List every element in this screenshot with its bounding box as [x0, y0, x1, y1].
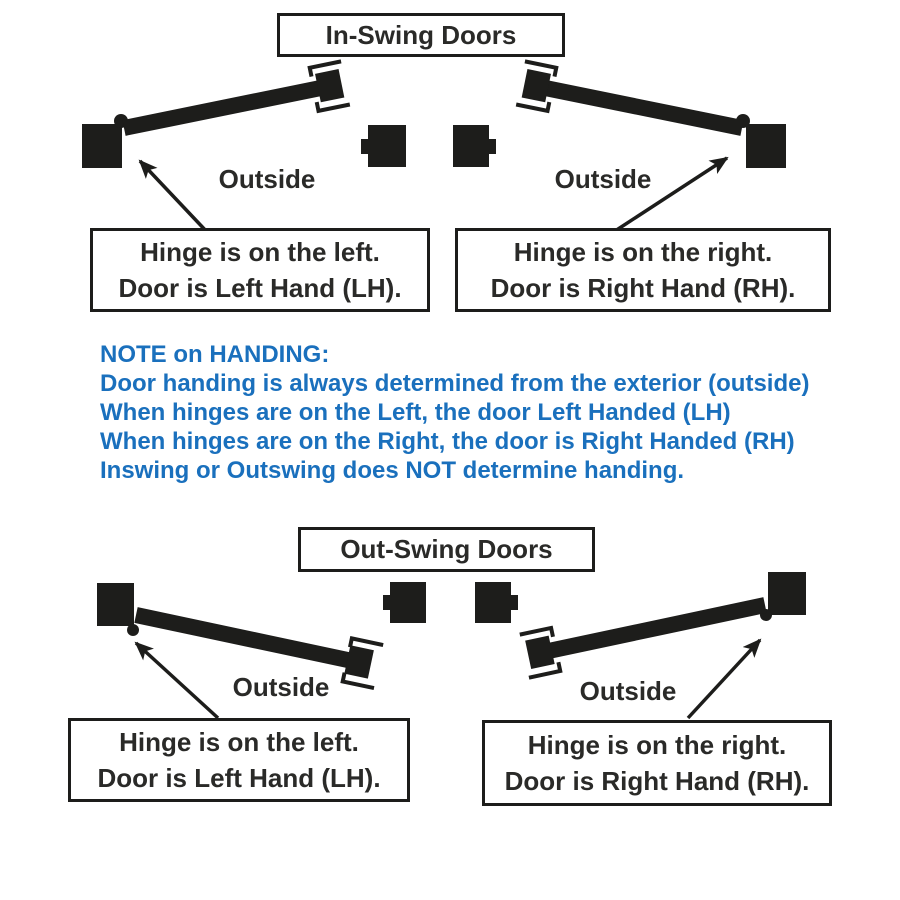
latch-bracket-icon	[340, 636, 384, 691]
door-slab	[122, 59, 351, 136]
hinge-jamb	[82, 124, 122, 168]
note-line: When hinges are on the Right, the door i…	[100, 428, 795, 455]
outswing-title: Out-Swing Doors	[340, 534, 553, 564]
callout-line: Door is Right Hand (RH).	[490, 273, 796, 303]
strike-plate-icon	[361, 139, 368, 154]
outside-label-inswing-right: Outside	[554, 164, 652, 194]
strike-plate-icon	[489, 139, 496, 154]
latch-jamb	[475, 582, 511, 623]
note-line: When hinges are on the Left, the door Le…	[100, 399, 731, 426]
hinge-pointer-arrow-icon	[134, 641, 220, 720]
hinge-jamb	[97, 583, 134, 626]
strike-plate-icon	[383, 595, 390, 610]
latch-bracket-icon	[515, 59, 559, 114]
hinge-pin-icon	[127, 624, 139, 636]
latch-bracket-icon	[519, 625, 563, 680]
hinge-pointer-arrow-icon	[611, 156, 729, 235]
outswing-right-door-diagram	[475, 572, 806, 720]
callout-box-inswing-right: Hinge is on the right. Door is Right Han…	[455, 228, 831, 312]
callout-box-outswing-left: Hinge is on the left. Door is Left Hand …	[68, 718, 410, 802]
inswing-title-box: In-Swing Doors	[277, 13, 565, 57]
callout-line: Hinge is on the left.	[119, 727, 359, 757]
inswing-left-door-diagram	[82, 59, 406, 235]
hinge-jamb	[768, 572, 806, 615]
callout-line: Door is Left Hand (LH).	[118, 273, 402, 303]
strike-plate-icon	[511, 595, 518, 610]
door-lock-stile	[344, 645, 374, 679]
latch-jamb	[453, 125, 489, 167]
note-line: NOTE on HANDING:	[100, 341, 330, 368]
callout-line: Hinge is on the right.	[513, 237, 773, 267]
door-lock-stile	[315, 69, 345, 103]
callout-line: Hinge is on the right.	[527, 730, 787, 760]
latch-jamb	[368, 125, 406, 167]
callout-line: Door is Left Hand (LH).	[97, 763, 381, 793]
door-slab	[515, 59, 744, 136]
callout-line: Door is Right Hand (RH).	[504, 766, 810, 796]
outside-label-inswing-left: Outside	[218, 164, 316, 194]
outside-label-outswing-right: Outside	[579, 676, 677, 706]
door-slab	[134, 607, 384, 691]
outside-label-outswing-left: Outside	[232, 672, 330, 702]
outswing-title-box: Out-Swing Doors	[298, 527, 595, 572]
door-slab	[519, 597, 767, 680]
callout-box-inswing-left: Hinge is on the left. Door is Left Hand …	[90, 228, 430, 312]
handing-note: NOTE on HANDING: Door handing is always …	[100, 340, 820, 485]
note-line: Door handing is always determined from t…	[100, 370, 810, 397]
latch-bracket-icon	[307, 59, 351, 114]
latch-jamb	[390, 582, 426, 623]
hinge-jamb	[746, 124, 786, 168]
hinge-pointer-arrow-icon	[138, 159, 210, 235]
door-lock-stile	[525, 635, 555, 670]
inswing-right-door-diagram	[453, 59, 786, 235]
note-line: Inswing or Outswing does NOT determine h…	[100, 457, 685, 484]
callout-line: Hinge is on the left.	[140, 237, 380, 267]
outswing-left-door-diagram	[97, 582, 426, 720]
callout-box-outswing-right: Hinge is on the right. Door is Right Han…	[482, 720, 832, 806]
hinge-pointer-arrow-icon	[686, 638, 762, 720]
door-lock-stile	[521, 69, 551, 103]
inswing-title: In-Swing Doors	[325, 19, 517, 50]
